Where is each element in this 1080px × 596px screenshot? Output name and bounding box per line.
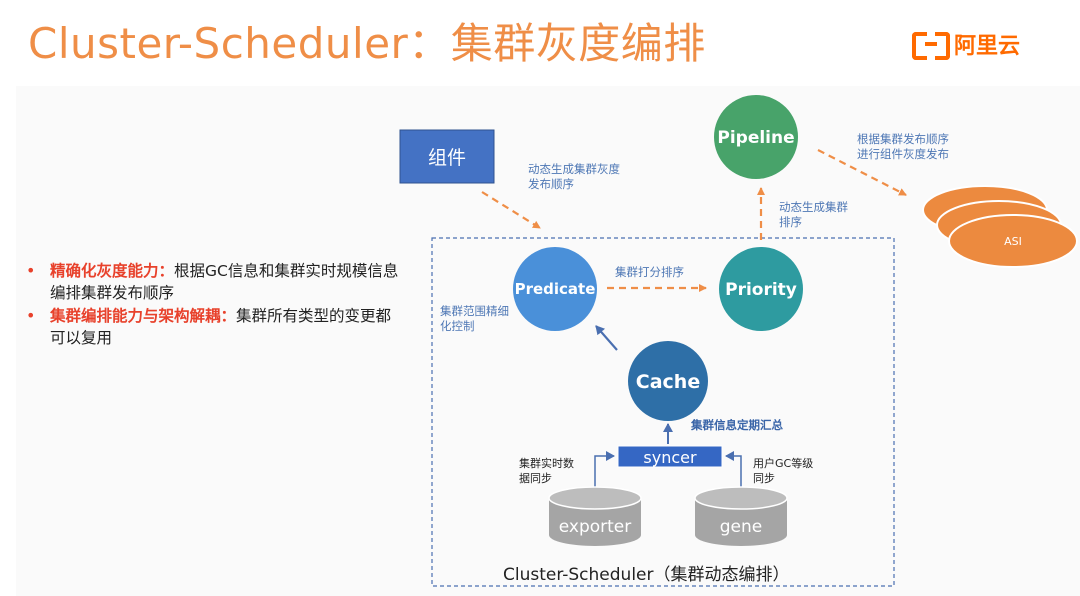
bullet-dot-icon: • xyxy=(26,306,36,325)
syncer-box xyxy=(617,445,723,468)
gene-label: gene xyxy=(720,517,762,537)
exporter-label: exporter xyxy=(559,517,632,537)
bullet-list: • 精确化灰度能力：根据GC信息和集群实时规模信息编排集群发布顺序 • 集群编排… xyxy=(22,260,402,350)
alibaba-cloud-logo: 阿里云 xyxy=(912,30,1021,60)
exporter-to-syncer-arrow xyxy=(594,451,615,488)
content-panel xyxy=(16,86,1080,596)
pipeline-node xyxy=(714,95,798,179)
logo-text: 阿里云 xyxy=(954,34,1021,59)
annotation-priority-to-pipeline: 动态生成集群 排序 xyxy=(779,200,848,229)
component-to-predicate-arrow xyxy=(481,191,541,229)
annotation-pipeline-to-asi: 根据集群发布顺序 进行组件灰度发布 xyxy=(857,132,949,161)
bullet-item-decoupling: • 集群编排能力与架构解耦：集群所有类型的变更都可以复用 xyxy=(22,305,402,349)
component-box xyxy=(399,129,495,184)
cache-label: Cache xyxy=(636,371,700,393)
predicate-label: Predicate xyxy=(515,280,596,298)
exporter-cylinder xyxy=(548,486,642,546)
gene-cylinder xyxy=(694,486,788,546)
asi-layer-front xyxy=(948,214,1078,268)
bullet-highlight: 集群编排能力与架构解耦： xyxy=(50,307,237,325)
component-box-label: 组件 xyxy=(428,147,466,169)
pipeline-to-asi-arrow xyxy=(817,149,907,196)
bullet-highlight: 精确化灰度能力： xyxy=(50,262,175,280)
bullet-dot-icon: • xyxy=(26,261,36,280)
bullet-item-precise-gray: • 精确化灰度能力：根据GC信息和集群实时规模信息编排集群发布顺序 xyxy=(22,260,402,304)
cluster-scheduler-frame xyxy=(431,237,895,587)
predicate-node xyxy=(513,247,597,331)
bullet-text: 集群所有类型的变更都可以复用 xyxy=(50,307,392,347)
annotation-cache-to-predicate: 集群范围精细 化控制 xyxy=(440,304,509,333)
alibaba-cloud-logo-icon xyxy=(912,32,950,60)
gene-to-syncer-arrow xyxy=(725,451,742,488)
annotation-predicate-to-priority: 集群打分排序 xyxy=(615,265,684,279)
asi-label: ASI xyxy=(1004,235,1022,248)
bullet-text: 根据GC信息和集群实时规模信息编排集群发布顺序 xyxy=(50,262,399,302)
slide-title: Cluster-Scheduler：集群灰度编排 xyxy=(28,19,706,68)
syncer-label: syncer xyxy=(643,448,697,467)
annotation-exporter-to-syncer: 集群实时数 据同步 xyxy=(519,457,574,485)
priority-label: Priority xyxy=(725,280,797,300)
cache-to-predicate-arrow xyxy=(595,325,618,351)
cache-node xyxy=(628,341,708,421)
annotation-component-to-predicate: 动态生成集群灰度 发布顺序 xyxy=(528,162,620,191)
annotation-gene-to-syncer: 用户GC等级 同步 xyxy=(753,457,814,485)
pipeline-label: Pipeline xyxy=(717,128,794,148)
frame-caption: Cluster-Scheduler（集群动态编排） xyxy=(503,565,790,585)
annotation-syncer-to-cache: 集群信息定期汇总 xyxy=(691,418,783,432)
priority-node xyxy=(719,247,803,331)
